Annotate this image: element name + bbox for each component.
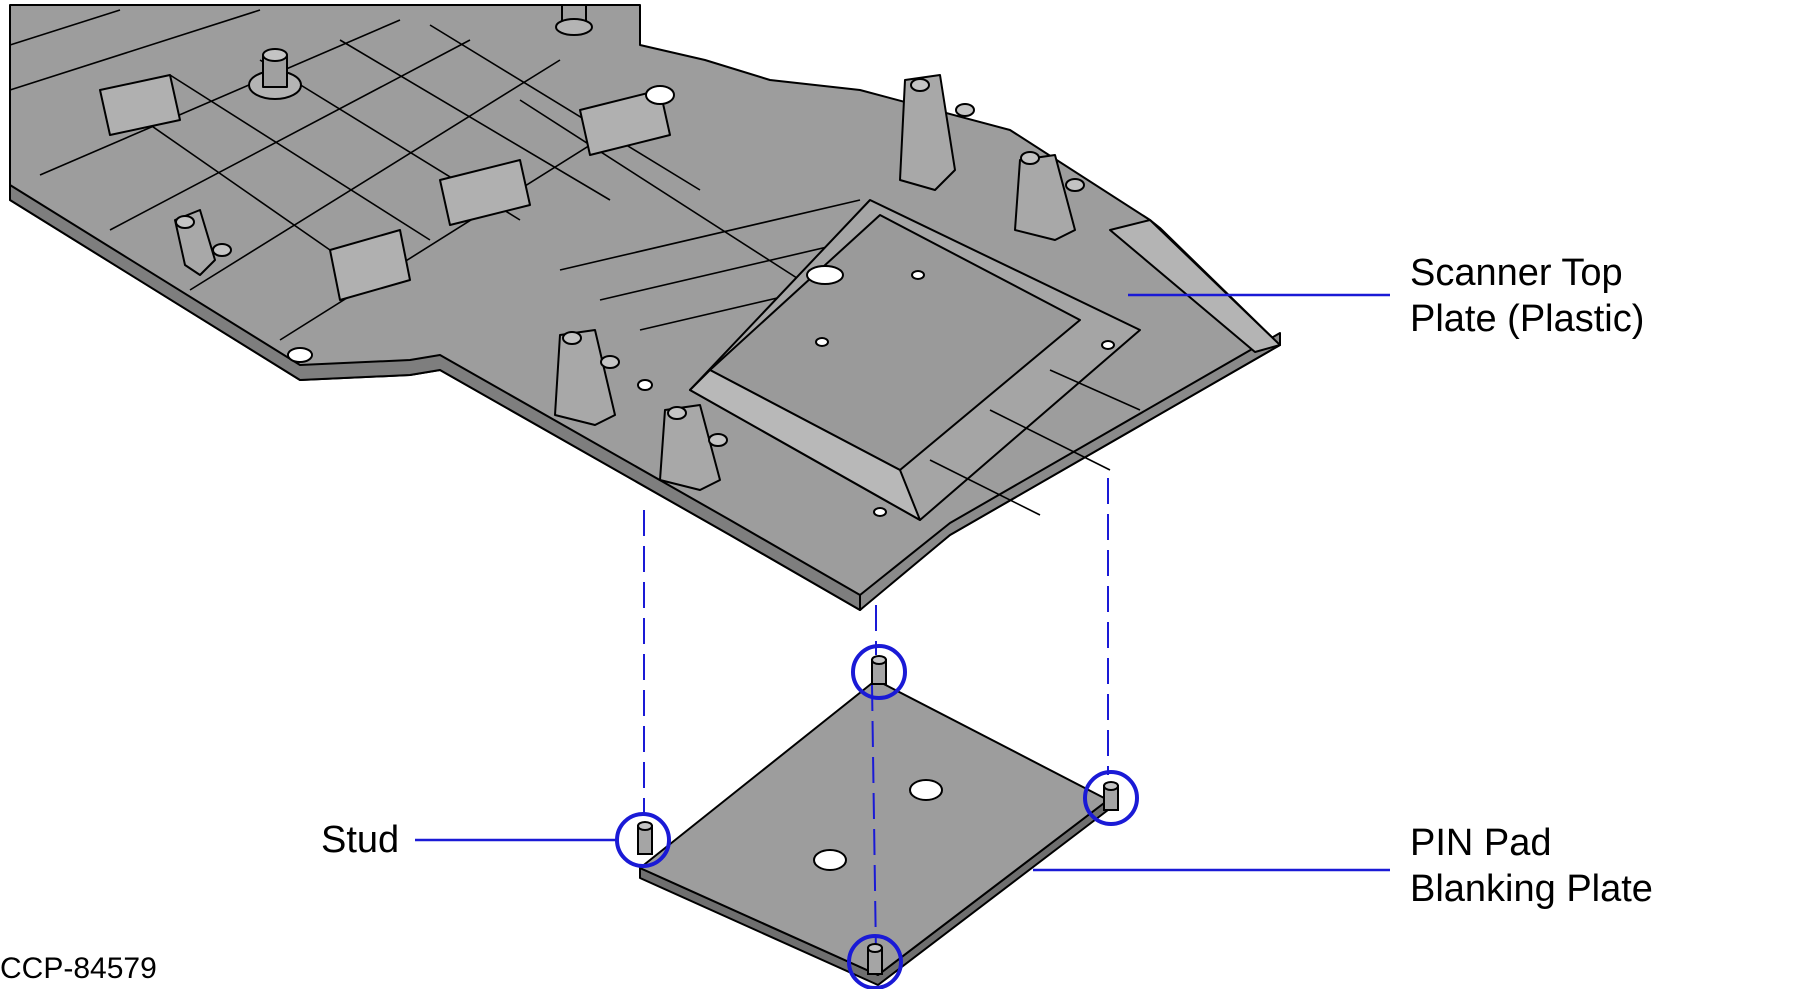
stud-bottom-highlight: [847, 934, 903, 990]
leader-lines: [415, 293, 1390, 872]
pocket-slot-hole: [806, 265, 844, 285]
rib-block-2: [329, 229, 411, 301]
label-scanner-top-plate: Scanner Top Plate (Plastic): [1410, 250, 1644, 342]
label-scanner-top-plate-line2: Plate (Plastic): [1410, 298, 1645, 340]
stud-top-highlight: [851, 644, 907, 700]
figure-id: CCP-84579: [0, 952, 157, 985]
stud-right: [1083, 770, 1139, 826]
stud-bottom: [847, 934, 903, 990]
scanner-top-plate-right-edge: [859, 332, 1281, 611]
blanking-plate-hole-2: [813, 849, 847, 871]
mounting-boss-2: [555, 4, 593, 36]
snap-clip-4: [554, 329, 620, 426]
stud-left: [615, 812, 671, 868]
pocket-hole-2: [815, 337, 829, 347]
snap-clip-3: [1014, 151, 1085, 241]
blanking-plate-body: [639, 679, 1109, 976]
label-pin-pad-blanking-plate: PIN Pad Blanking Plate: [1410, 820, 1653, 912]
label-stud: Stud: [321, 819, 400, 861]
pin-pad-pocket-wall: [689, 369, 921, 521]
label-scanner-top-plate-line1: Scanner Top: [1410, 252, 1623, 294]
pocket-hole-1: [911, 270, 925, 280]
scanner-top-plate-rim: [1109, 219, 1281, 353]
label-pin-pad-blanking-plate-line1: PIN Pad: [1410, 822, 1552, 864]
studs: [615, 644, 1139, 990]
rib-block-4: [579, 89, 671, 156]
pocket-hole-3: [1101, 340, 1115, 350]
plate-hole-top: [645, 85, 675, 105]
plate-hole-left: [287, 347, 313, 363]
stud-top: [851, 644, 907, 700]
rib-block-1: [99, 74, 181, 136]
snap-clip-1: [174, 209, 232, 276]
label-pin-pad-blanking-plate-line2: Blanking Plate: [1410, 868, 1653, 910]
blanking-plate-hole-1: [909, 779, 943, 801]
snap-clip-5: [659, 404, 728, 491]
pocket-rails: [929, 369, 1141, 516]
mounting-boss-1: [248, 48, 302, 100]
stud-right-highlight: [1083, 770, 1139, 826]
plate-hole-mid: [637, 379, 653, 391]
rib-block-3: [439, 159, 531, 226]
scanner-top-plate: [9, 4, 1281, 611]
pocket-hole-4: [873, 507, 887, 517]
pin-pad-blanking-plate: [639, 679, 1109, 986]
snap-clip-2: [899, 74, 975, 191]
alignment-line-through-plate: [871, 684, 877, 956]
